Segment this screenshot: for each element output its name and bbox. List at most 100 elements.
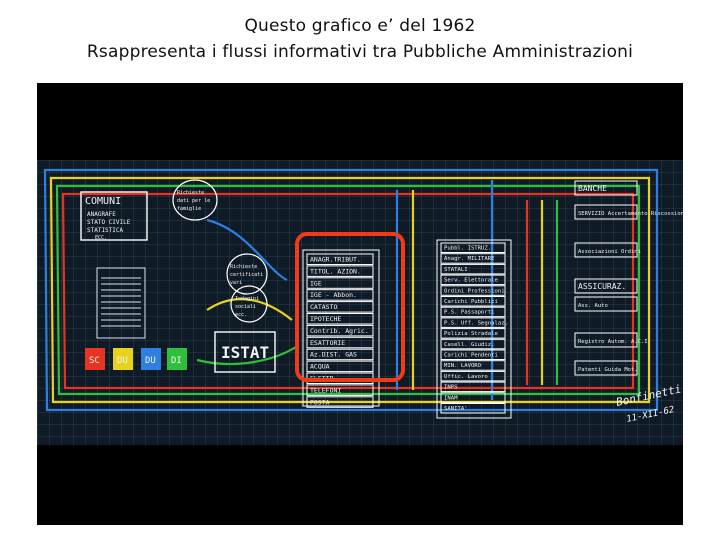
flow-line-red-outer (61, 192, 635, 390)
bubble-top-line-2: dati per le (177, 198, 210, 204)
right-box-1 (440, 242, 506, 253)
slide-title-line-2: Rsappresenta i flussi informativi tra Pu… (86, 42, 634, 62)
square-green (167, 348, 187, 370)
right-box-2 (440, 253, 506, 264)
square-label-4: DI (171, 356, 182, 366)
square-label-3: DU (145, 356, 156, 366)
far-right-label-2: SERVIZIO Accertamento Riscossioni (578, 211, 683, 217)
far-right-box-1 (574, 180, 638, 196)
flow-line-blue-outer (43, 168, 659, 412)
right-box-4 (440, 274, 506, 286)
flow-line-yellow-outer (49, 176, 651, 404)
middle-label-8: ESATTORIE (310, 339, 345, 347)
middle-label-13: POSTA (310, 398, 330, 406)
far-right-column: BANCHE SERVIZIO Accertamento RiscossioniA… (574, 180, 687, 376)
far-right-box-7 (574, 360, 638, 376)
right-label-3: STATALI (444, 267, 468, 273)
middle-box-1 (306, 253, 374, 265)
far-right-box-3 (574, 242, 638, 258)
right-label-8: P.S. Uff. Segnalaz. (444, 320, 508, 326)
far-right-box-2 (574, 204, 638, 220)
right-box-3 (440, 263, 506, 275)
coil-archive (96, 267, 146, 339)
middle-label-10: ACQUA (310, 363, 330, 371)
far-right-box-5 (574, 296, 638, 312)
right-box-14 (440, 381, 506, 393)
middle-box-9 (306, 348, 374, 361)
comuni-box: COMUNI ANAGRAFE STATO CIVILE STATISTICA … (80, 191, 148, 241)
right-label-7: P.S. Passaporti (444, 310, 495, 316)
photo-frame: COMUNI ANAGRAFE STATO CIVILE STATISTICA … (37, 83, 687, 525)
middle-box-3 (306, 277, 374, 289)
far-right-label-3: Associazioni Ordini (578, 249, 641, 255)
right-label-5: Ordini Professioni (444, 288, 505, 294)
square-label-2: DU (117, 356, 128, 366)
middle-box-6 (306, 313, 374, 325)
flow-diagram: COMUNI ANAGRAFE STATO CIVILE STATISTICA … (37, 160, 687, 445)
bubble-social-surveys: Indagini sociali ecc. (230, 285, 268, 323)
right-label-2: Anagr. MILITARE (444, 256, 495, 262)
bubble-request-families: Richieste dati per le famiglie (172, 179, 218, 221)
far-right-box-4 (574, 278, 638, 294)
right-box-12 (440, 360, 506, 371)
right-box-7 (440, 306, 506, 318)
right-label-14: INPS (444, 385, 457, 391)
right-label-11: Carichi Pendenti (444, 353, 498, 359)
right-label-13: Uffic. Lavoro (444, 374, 488, 380)
right-label-12: MIN. LAVORO (444, 363, 482, 369)
middle-label-4: IGE - Abbon. (310, 291, 357, 299)
middle-label-9: Az.DIST. GAS (310, 351, 357, 359)
bubble-top-line-1: Richieste (177, 190, 204, 196)
right-label-4: Serv. Elettorale (444, 278, 499, 284)
square-red (85, 348, 105, 370)
right-box-6 (440, 296, 506, 307)
middle-label-12: TELEFONI (310, 386, 341, 394)
middle-label-5: CATASTO (310, 303, 337, 311)
flow-line-curve-1 (206, 218, 288, 281)
flow-line-green-outer (55, 184, 641, 396)
right-box-8 (440, 317, 506, 328)
middle-box-13 (306, 396, 374, 408)
comuni-label: COMUNI (85, 196, 121, 207)
middle-label-3: IGE (310, 279, 322, 287)
highlight-box (295, 232, 405, 382)
istat-label: ISTAT (221, 343, 269, 362)
diagram-board: COMUNI ANAGRAFE STATO CIVILE STATISTICA … (37, 160, 687, 445)
right-label-9: Polizia Stradale (444, 331, 499, 337)
middle-label-7: Contrib. Agric. (310, 327, 369, 335)
far-right-label-4: ASSICURAZ. (578, 282, 626, 291)
bubble-mid-line-3: vari (230, 280, 242, 286)
middle-box-8 (306, 336, 374, 349)
flow-line-curve-3 (196, 344, 300, 366)
bubble-top-line-3: famiglie (177, 206, 201, 212)
middle-box-4 (306, 289, 374, 301)
middle-box-10 (306, 360, 374, 373)
middle-box-2 (306, 265, 374, 277)
bubble-low-line-1: Indagini (235, 296, 259, 302)
square-label-1: SC (89, 356, 100, 366)
middle-box-5 (306, 301, 374, 313)
bubble-request-certificates: Richieste certificati vari (226, 253, 268, 295)
slide-title-line-1: Questo grafico e’ del 1962 (244, 16, 476, 36)
far-right-label-7: Patenti Guida Mot. (578, 367, 638, 373)
right-box-5 (440, 285, 506, 296)
right-box-15 (440, 392, 506, 403)
far-right-box-6 (574, 332, 638, 348)
right-box-16 (440, 403, 506, 414)
right-label-1: Pubbl. ISTRUZ. (444, 246, 491, 252)
right-label-15: INAM (444, 395, 458, 401)
bubble-mid-line-1: Richieste (230, 264, 257, 270)
square-yellow (113, 348, 133, 370)
middle-label-2: TITOL. AZION. (310, 267, 361, 275)
flow-lines (43, 168, 659, 412)
right-box-10 (440, 338, 506, 350)
bubble-low-line-3: ecc. (235, 312, 247, 318)
comuni-sub-4: ECC. (95, 235, 107, 241)
right-box-11 (440, 349, 506, 360)
flow-line-curve-2 (206, 298, 293, 321)
far-right-label-5: Ass. Auto (578, 303, 608, 309)
middle-box-12 (306, 384, 374, 396)
far-right-label-1: BANCHE (578, 184, 607, 193)
bubble-low-line-2: sociali (235, 304, 256, 310)
